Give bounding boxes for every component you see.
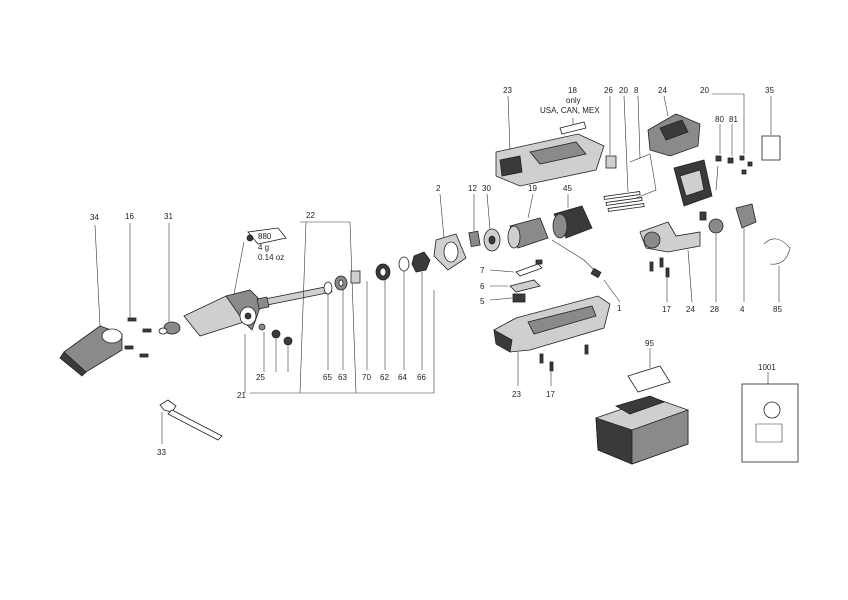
part-63-bearing bbox=[334, 275, 348, 370]
battery-pack bbox=[595, 395, 689, 465]
callout-63: 63 bbox=[338, 373, 347, 382]
part-62-bearing bbox=[375, 263, 391, 370]
callout-28: 28 bbox=[710, 305, 719, 314]
callout-21: 21 bbox=[237, 391, 246, 400]
part-33-wrench bbox=[159, 399, 223, 444]
part-64-ring bbox=[398, 256, 410, 370]
part-6-slider bbox=[490, 279, 541, 293]
part-35-manual bbox=[761, 96, 781, 161]
part-21-gear-head bbox=[183, 241, 263, 393]
part-17-screws-lower bbox=[539, 344, 589, 386]
part-17-screws-upper bbox=[649, 257, 670, 302]
callout-34: 34 bbox=[90, 213, 99, 222]
callout-17-lower: 17 bbox=[546, 390, 555, 399]
part-95-info-sheet bbox=[627, 348, 671, 393]
callout-24-bottom: 24 bbox=[686, 305, 695, 314]
callout-70: 70 bbox=[362, 373, 371, 382]
part-20-strips-a bbox=[603, 95, 645, 212]
part-34-nose-cap bbox=[59, 224, 123, 377]
callout-1: 1 bbox=[617, 304, 622, 313]
part-19-rotor bbox=[507, 193, 549, 249]
callout-2: 2 bbox=[436, 184, 441, 193]
callout-45: 45 bbox=[563, 184, 572, 193]
callout-23-bottom: 23 bbox=[512, 390, 521, 399]
part-26-pad bbox=[605, 96, 617, 169]
callout-16: 16 bbox=[125, 212, 134, 221]
callout-6: 6 bbox=[480, 282, 485, 291]
part-12-clip bbox=[468, 194, 481, 248]
grease-tube bbox=[246, 227, 287, 245]
part-45-stator bbox=[552, 194, 593, 239]
callout-81: 81 bbox=[729, 115, 738, 124]
callout-23-top: 23 bbox=[503, 86, 512, 95]
grease-code: 880 bbox=[258, 232, 272, 241]
part-28-led bbox=[699, 211, 724, 302]
callout-4: 4 bbox=[740, 305, 745, 314]
part-5-switch bbox=[489, 293, 526, 303]
callout-65: 65 bbox=[323, 373, 332, 382]
grease-grams: 4 g bbox=[258, 243, 269, 252]
part-20-strips-b bbox=[712, 93, 753, 175]
callout-19: 19 bbox=[528, 184, 537, 193]
part-23-upper-housing bbox=[495, 95, 605, 187]
part-16-screws bbox=[124, 223, 152, 358]
callout-20-b: 20 bbox=[700, 86, 709, 95]
callout-64: 64 bbox=[398, 373, 407, 382]
callout-30: 30 bbox=[482, 184, 491, 193]
part-24-rear-cover bbox=[647, 95, 701, 157]
callout-12: 12 bbox=[468, 184, 477, 193]
part-80-81-contacts bbox=[715, 124, 734, 191]
callout-31: 31 bbox=[164, 212, 173, 221]
callout-66: 66 bbox=[417, 373, 426, 382]
part-30-fan bbox=[483, 193, 501, 252]
part-7-spring bbox=[489, 259, 543, 277]
part-1001-service-box bbox=[741, 372, 799, 463]
part-85-strap bbox=[763, 238, 791, 302]
callout-62: 62 bbox=[380, 373, 389, 382]
callout-18: 18 bbox=[568, 86, 577, 95]
callout-1001: 1001 bbox=[758, 363, 776, 372]
part-2-fan-housing bbox=[433, 193, 467, 271]
part-18-label bbox=[559, 118, 587, 135]
part-1-cable bbox=[551, 239, 621, 303]
part-4-button bbox=[735, 203, 757, 302]
note-regions: USA, CAN, MEX bbox=[540, 106, 600, 115]
part-66-nut bbox=[411, 251, 431, 370]
callout-24-top: 24 bbox=[658, 86, 667, 95]
part-70-sleeve bbox=[350, 270, 368, 370]
callout-20-a: 20 bbox=[619, 86, 628, 95]
callout-33: 33 bbox=[157, 448, 166, 457]
callout-8: 8 bbox=[634, 86, 639, 95]
part-22-spindle bbox=[256, 221, 357, 394]
callout-5: 5 bbox=[480, 297, 485, 306]
part-24-battery-latch bbox=[639, 221, 701, 303]
callout-7: 7 bbox=[480, 266, 485, 275]
part-31-collet-nut bbox=[158, 223, 181, 335]
grease-ounces: 0.14 oz bbox=[258, 253, 284, 262]
part-23-lower-housing bbox=[493, 295, 611, 386]
callout-95: 95 bbox=[645, 339, 654, 348]
callout-26: 26 bbox=[604, 86, 613, 95]
callout-35: 35 bbox=[765, 86, 774, 95]
callout-22: 22 bbox=[306, 211, 315, 220]
part-65-washer bbox=[323, 281, 333, 370]
note-only: only bbox=[566, 96, 581, 105]
callout-85: 85 bbox=[773, 305, 782, 314]
part-25-small-parts bbox=[258, 323, 293, 372]
callout-25: 25 bbox=[256, 373, 265, 382]
part-8-bracket bbox=[629, 95, 657, 199]
callout-80: 80 bbox=[715, 115, 724, 124]
callout-17-upper: 17 bbox=[662, 305, 671, 314]
part-battery-interface bbox=[673, 159, 713, 207]
